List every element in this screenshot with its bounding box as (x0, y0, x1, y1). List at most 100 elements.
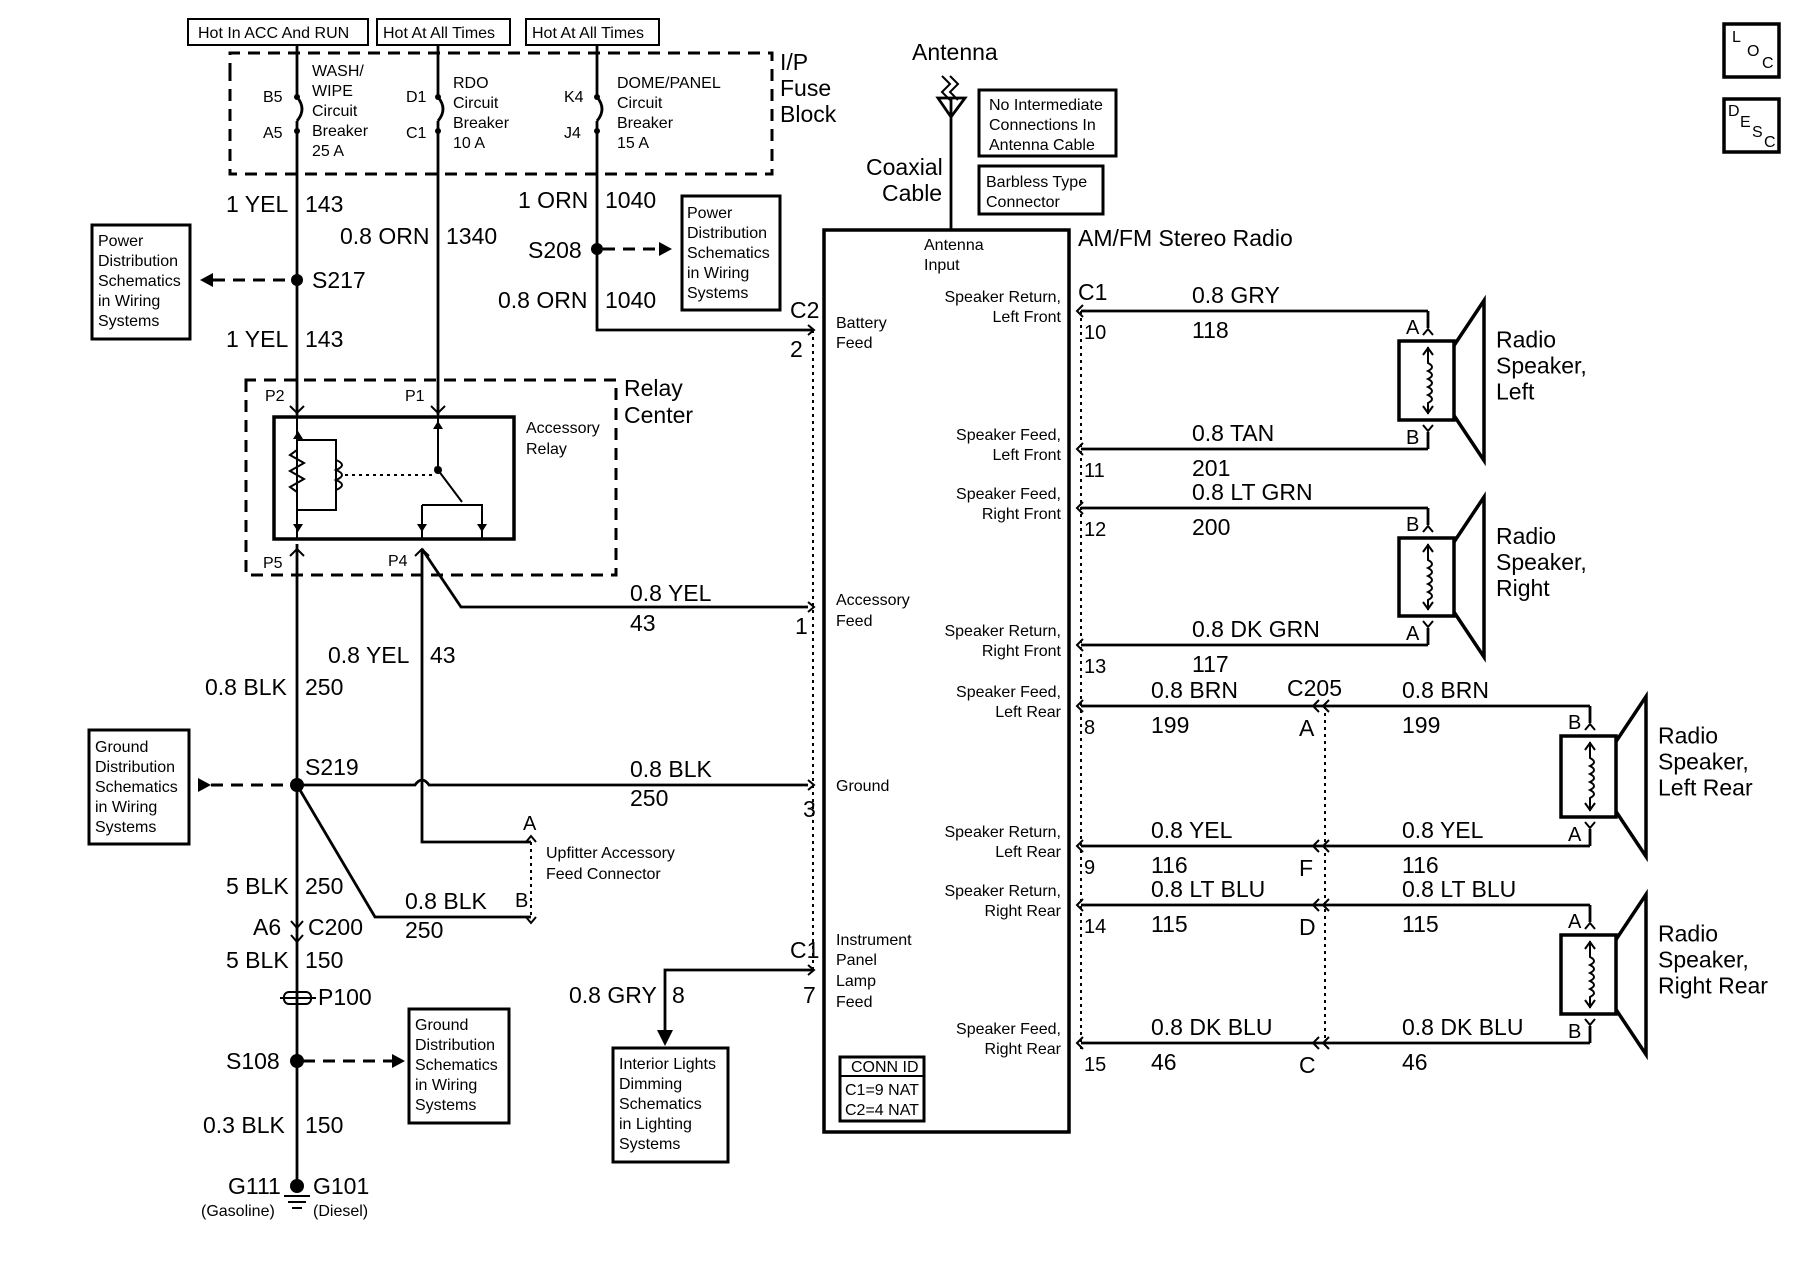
wash-wipe-line-3: Circuit (312, 103, 358, 120)
radio-battery-feed-2: Feed (836, 335, 872, 352)
speaker-bottom-pin: B (1568, 1021, 1581, 1043)
radio-c2-pin-1: 1 (795, 613, 808, 639)
wire-1340-circuit: 1340 (446, 223, 497, 249)
svg-text:O: O (1747, 43, 1759, 60)
speaker-label: Speaker, (1496, 549, 1587, 575)
svg-text:Power: Power (687, 205, 733, 222)
wash-wipe-pin-b5: B5 (263, 89, 283, 106)
speaker-circuit-label-1: Speaker Feed, (956, 1021, 1061, 1038)
ground-dist-ref-bottom[interactable]: Ground Distribution Schematics in Wiring… (407, 1007, 511, 1125)
speaker-box (1397, 536, 1456, 618)
speaker-wire-circuit: 46 (1151, 1049, 1177, 1075)
svg-text:E: E (1740, 114, 1751, 131)
speaker-label: Left Rear (1658, 775, 1753, 801)
speaker-wire-size: 0.8 DK GRN (1192, 616, 1320, 642)
speakers: ABRadioSpeaker,LeftBARadioSpeaker,RightB… (1397, 294, 1768, 1061)
upfitter-label-2: Feed Connector (546, 866, 661, 883)
wire-43a-size: 0.8 YEL (630, 580, 712, 606)
rdo-line-1: RDO (453, 75, 489, 92)
wash-wipe-line-1: WASH/ (312, 63, 364, 80)
svg-text:Systems: Systems (95, 819, 156, 836)
c205-label: C205 (1287, 675, 1342, 701)
connector-p100: P100 (318, 984, 372, 1010)
speaker-box (1397, 339, 1456, 422)
relay-center-title-2: Center (624, 402, 693, 428)
speaker-circuit-pin: 10 (1084, 322, 1106, 344)
splice-s219: S219 (305, 754, 359, 780)
wire-43b-size: 0.8 YEL (328, 642, 410, 668)
speaker-circuit-pin: 9 (1084, 857, 1095, 879)
speaker-wire-circuit: 116 (1151, 852, 1188, 878)
splice-s217: S217 (312, 267, 366, 293)
speaker-wire-size-2: 0.8 YEL (1402, 817, 1484, 843)
relay-pin-p2: P2 (265, 388, 285, 405)
speaker-circuit-label-2: Left Rear (995, 844, 1061, 861)
svg-text:Interior Lights: Interior Lights (619, 1056, 716, 1073)
speaker-wire-size-2: 0.8 DK BLU (1402, 1014, 1523, 1040)
svg-text:Schematics: Schematics (95, 779, 178, 796)
wire-143b-circuit: 143 (305, 326, 343, 352)
radio-accessory-feed-2: Feed (836, 613, 872, 630)
speaker-circuit-pin: 11 (1084, 460, 1105, 482)
wire-43-to-upfitter (420, 549, 531, 844)
radio-c2-pin-2: 2 (790, 336, 803, 362)
speaker-circuit-label-1: Speaker Feed, (956, 486, 1061, 503)
wire-8-size: 0.8 GRY (569, 982, 657, 1008)
fuse-block-title-2: Fuse (780, 75, 831, 101)
interior-lights-ref[interactable]: Interior Lights Dimming Schematics in Li… (611, 1046, 730, 1164)
speaker-circuit-label-1: Speaker Feed, (956, 427, 1061, 444)
c205-pin: C (1299, 1052, 1316, 1078)
wash-wipe-pin-a5: A5 (263, 125, 283, 142)
speaker-wire-circuit: 115 (1151, 911, 1188, 937)
svg-text:in Wiring: in Wiring (98, 293, 160, 310)
speaker-label: Radio (1658, 723, 1718, 749)
wire-150b-size: 0.3 BLK (203, 1112, 285, 1138)
conn-id-box (838, 1055, 926, 1123)
upfitter-pin-a: A (523, 813, 537, 835)
speaker-circuit-label-1: Speaker Return, (944, 623, 1061, 640)
wire-1040b-size: 0.8 ORN (498, 287, 587, 313)
hot-all-times-text-1: Hot At All Times (383, 25, 495, 42)
ip-fuse-block: I/P Fuse Block B5 A5 WASH/ WIPE Circuit … (228, 45, 837, 176)
ground-dist-ref-left[interactable]: Ground Distribution Schematics in Wiring… (87, 728, 191, 846)
loc-icon[interactable]: L O C (1722, 22, 1781, 79)
speaker-label: Radio (1658, 921, 1718, 947)
speaker-bottom-pin: A (1568, 824, 1582, 846)
wash-wipe-line-5: 25 A (312, 143, 344, 160)
rdo-pin-d1: D1 (406, 89, 427, 106)
wash-wipe-line-4: Breaker (312, 123, 369, 140)
dome-line-4: 15 A (617, 135, 649, 152)
speaker-cone-icon (1614, 888, 1648, 1061)
desc-icon[interactable]: D E S C (1722, 97, 1781, 154)
speaker-wire-size-2: 0.8 BRN (1402, 677, 1489, 703)
c205-pin: A (1299, 715, 1315, 741)
accessory-relay-name-2: Relay (526, 441, 567, 458)
svg-text:Schematics: Schematics (687, 245, 770, 262)
c205-pin: F (1299, 855, 1313, 881)
wire-143a-circuit: 143 (305, 191, 343, 217)
svg-text:Power: Power (98, 233, 144, 250)
dome-line-1: DOME/PANEL (617, 75, 721, 92)
wire-250-to-upfitter (295, 784, 531, 919)
hot-all-times-label-2: Hot At All Times (525, 18, 660, 46)
speaker-wire-circuit: 200 (1192, 514, 1230, 540)
hot-acc-run-text: Hot In ACC And RUN (198, 25, 349, 42)
speaker-circuit-pin: 13 (1084, 656, 1106, 678)
wire-250a-circuit: 250 (305, 674, 343, 700)
svg-text:Systems: Systems (619, 1136, 680, 1153)
svg-text:Systems: Systems (687, 285, 748, 302)
barbless-note-1: Barbless Type (986, 174, 1087, 191)
wire-8 (663, 968, 813, 1032)
am-fm-radio: AM/FM Stereo Radio Antenna Input Battery… (790, 225, 1293, 1134)
splice-s217-dot (291, 274, 303, 286)
power-dist-ref-right[interactable]: Power Distribution Schematics in Wiring … (680, 194, 782, 312)
svg-text:S: S (1752, 124, 1763, 141)
power-dist-ref-left[interactable]: Power Distribution Schematics in Wiring … (90, 223, 192, 341)
